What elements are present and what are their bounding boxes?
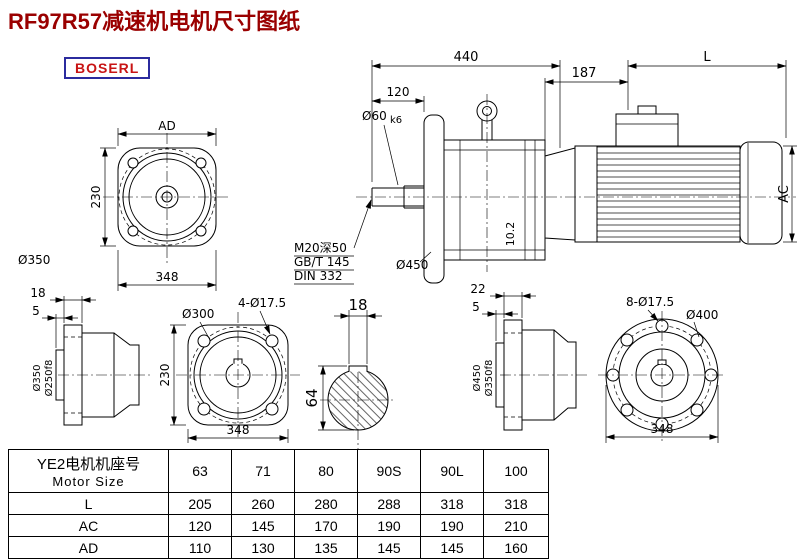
- dim-230-label: 230: [89, 186, 103, 209]
- note-gbt: GB/T 145: [294, 255, 350, 269]
- dim-348-label-2: 348: [227, 423, 250, 437]
- dim-440-label: 440: [454, 50, 479, 65]
- note-m20: M20深50: [294, 241, 347, 255]
- table-cell: 145: [231, 514, 295, 537]
- boserl-logo: BOSERL: [64, 57, 151, 79]
- table-row-AD: AD 110 130 135 145 145 160: [8, 536, 549, 559]
- dim-keywidth-label: 18: [348, 296, 367, 314]
- table-cell: 210: [483, 514, 549, 537]
- dim-5-label-2: 5: [472, 300, 480, 314]
- dim-64-label: 64: [303, 388, 321, 407]
- dim-10-2-label: 10.2: [504, 222, 517, 247]
- table-cell: 318: [420, 492, 484, 515]
- table-header-cell: 80: [294, 449, 358, 493]
- table-header-cell: 63: [168, 449, 232, 493]
- motor-adapter: [544, 147, 576, 241]
- table-cell: 318: [483, 492, 549, 515]
- dim-120-label: 120: [387, 85, 410, 99]
- row-label: AC: [8, 514, 169, 537]
- dim-348-label-3: 348: [651, 422, 674, 436]
- table-cell: 145: [420, 536, 484, 559]
- motor-size-label-cn: YE2电机机座号: [36, 456, 141, 473]
- label-d350: Ø350: [18, 253, 50, 267]
- label-8-holes: 8-Ø17.5: [626, 295, 674, 309]
- shaft-dia-label: Ø60: [362, 109, 387, 123]
- table-cell: 120: [168, 514, 232, 537]
- table-cell: 288: [357, 492, 421, 515]
- table-cell: 130: [231, 536, 295, 559]
- dimension-table: YE2电机机座号 Motor Size 63 71 80 90S 90L 100…: [8, 449, 549, 559]
- small-flange-front-view: 230 348 4-Ø17.5 Ø300: [158, 296, 300, 443]
- shaft-tol-label: k6: [390, 115, 402, 126]
- shaft-section-view: 18 64: [303, 296, 396, 452]
- table-header-cell: 100: [483, 449, 549, 493]
- row-label: L: [8, 492, 169, 515]
- dim-187-label: 187: [572, 66, 597, 81]
- table-row-AC: AC 120 145 170 190 190 210: [8, 514, 549, 537]
- reducer-front-view: AD 230 348 Ø350: [18, 119, 231, 291]
- terminal-box: [615, 113, 679, 147]
- label-4-holes: 4-Ø17.5: [238, 296, 286, 310]
- note-din: DIN 332: [294, 269, 342, 283]
- table-header-cell: 90S: [357, 449, 421, 493]
- table-header-cell: 71: [231, 449, 295, 493]
- dim-348-label: 348: [156, 270, 179, 284]
- table-row-L: L 205 260 280 288 318 318: [8, 492, 549, 515]
- table-cell: 110: [168, 536, 232, 559]
- dim-22-label: 22: [470, 282, 485, 296]
- label-d450: Ø450: [396, 258, 428, 272]
- row-label: AD: [8, 536, 169, 559]
- label-d300: Ø300: [182, 307, 214, 321]
- fan-cowl: [739, 141, 783, 245]
- main-side-view: 440 187 L 120 Ø60 k6 AC M20深50 GB/T 145 …: [294, 50, 797, 285]
- small-flange-side-view: 18 5 Ø350 Ø250f8: [30, 286, 150, 426]
- table-header-cell: YE2电机机座号 Motor Size: [8, 449, 169, 493]
- table-cell: 170: [294, 514, 358, 537]
- label-d250-rot: Ø250f8: [43, 360, 55, 397]
- label-d400: Ø400: [686, 308, 718, 322]
- table-header-cell: 90L: [420, 449, 484, 493]
- table-cell: 145: [357, 536, 421, 559]
- table-cell: 205: [168, 492, 232, 515]
- table-cell: 190: [420, 514, 484, 537]
- dim-5-label: 5: [32, 304, 40, 318]
- table-cell: 190: [357, 514, 421, 537]
- table-cell: 280: [294, 492, 358, 515]
- label-d350-rot: Ø350: [31, 365, 43, 392]
- table-cell: 160: [483, 536, 549, 559]
- label-d450-rot: Ø450: [471, 365, 483, 392]
- dim-L-label: L: [703, 50, 711, 65]
- table-cell: 260: [231, 492, 295, 515]
- dim-230-label-2: 230: [158, 364, 172, 387]
- label-d350-rot-2: Ø350f8: [483, 360, 495, 397]
- motor-size-label-en: Motor Size: [52, 474, 125, 489]
- dim-18-label: 18: [30, 286, 45, 300]
- big-flange-side-view: 22 5 Ø450 Ø350f8: [470, 282, 588, 431]
- big-flange-front-view: 8-Ø17.5 Ø400 348: [598, 295, 726, 443]
- table-header-row: YE2电机机座号 Motor Size 63 71 80 90S 90L 100: [8, 449, 549, 493]
- dim-ad-label: AD: [158, 119, 175, 133]
- motor-endbell: [574, 145, 598, 243]
- motor-body: [596, 145, 741, 243]
- page-title: RF97R57减速机电机尺寸图纸: [8, 9, 301, 34]
- dim-ac-label: AC: [777, 185, 792, 203]
- table-cell: 135: [294, 536, 358, 559]
